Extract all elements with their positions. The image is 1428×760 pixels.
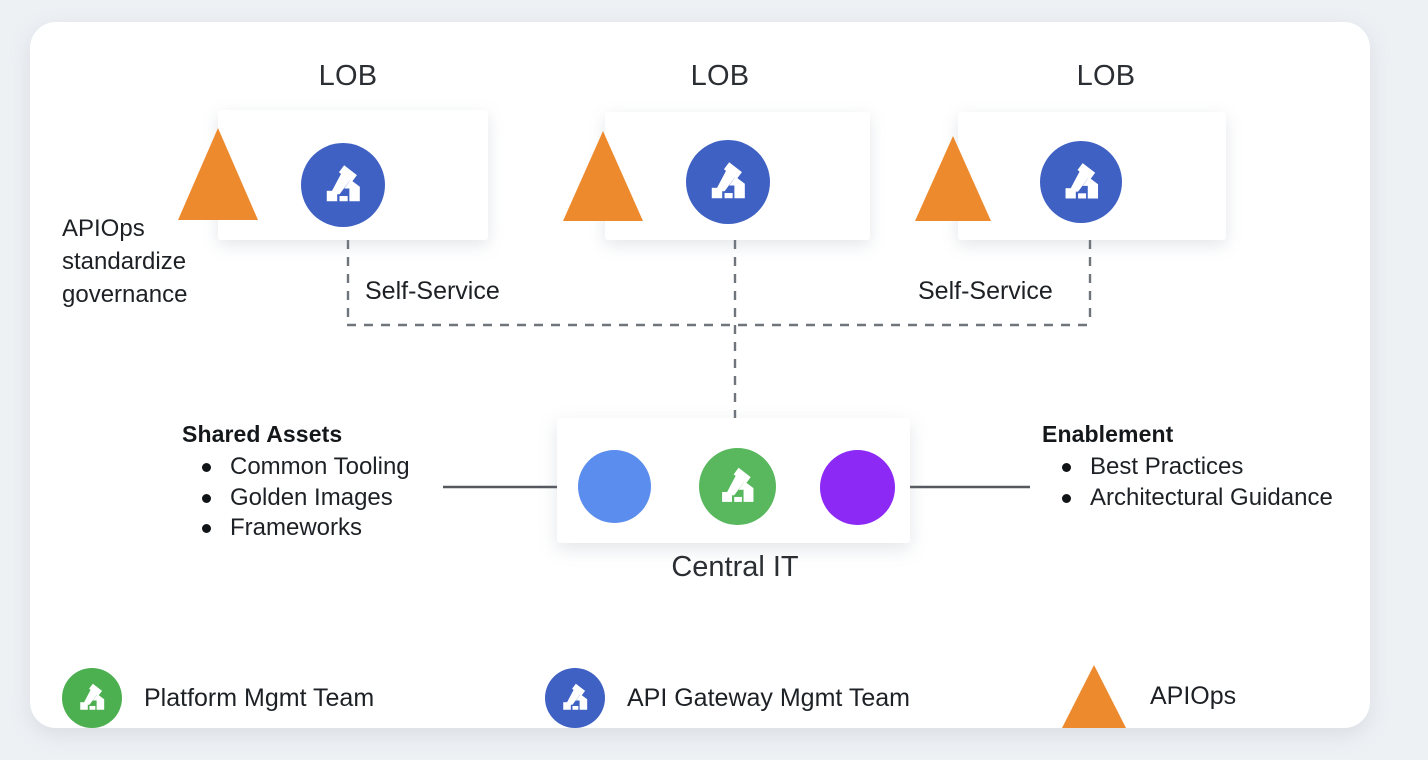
api-gateway-icon[interactable] [1040,141,1122,223]
api-gateway-icon [545,668,605,728]
bullet-icon [202,524,211,534]
legend-item-gateway: API Gateway Mgmt Team [545,668,910,728]
api-gateway-icon[interactable] [301,143,385,227]
self-service-label-left: Self-Service [365,277,500,305]
lob-label-2: LOB [690,60,750,92]
list-item: Architectural Guidance [1042,483,1333,514]
shared-assets-title: Shared Assets [182,421,343,447]
list-item: Frameworks [182,513,410,544]
list-item: Best Practices [1042,452,1333,483]
lob-label-3: LOB [1076,60,1136,92]
self-service-label-right: Self-Service [918,277,1053,305]
bullet-icon [1062,493,1071,503]
enablement-block: Enablement Best Practices Architectural … [1042,421,1333,513]
platform-mgmt-icon [62,668,122,728]
bullet-icon [1062,463,1071,472]
purple-circle[interactable] [820,450,895,525]
legend-label: APIOps [1150,682,1237,710]
list-item-label: Architectural Guidance [1090,483,1333,511]
list-item: Golden Images [182,483,410,514]
platform-mgmt-icon[interactable] [699,448,776,525]
central-it-label: Central IT [671,551,799,583]
lob-label-1: LOB [318,60,378,92]
apiops-triangle-icon [1062,665,1126,728]
apiops-governance-note: APIOps standardize governance [62,215,188,309]
enablement-list: Best Practices Architectural Guidance [1042,452,1333,513]
bullet-icon [202,463,211,472]
shared-assets-block: Shared Assets Common Tooling Golden Imag… [182,421,410,544]
legend-item-apiops: APIOps [1062,665,1236,728]
bullet-icon [202,493,211,503]
api-gateway-icon[interactable] [686,140,770,224]
blue-circle[interactable] [578,450,651,523]
list-item-label: Common Tooling [230,453,410,480]
shared-assets-list: Common Tooling Golden Images Frameworks [182,452,410,544]
legend-label: API Gateway Mgmt Team [627,683,910,712]
list-item-label: Golden Images [230,483,393,511]
list-item-label: Best Practices [1090,453,1244,480]
legend-label: Platform Mgmt Team [144,683,375,712]
list-item: Common Tooling [182,452,410,483]
list-item-label: Frameworks [230,514,363,542]
legend-item-platform: Platform Mgmt Team [62,668,374,728]
enablement-title: Enablement [1042,421,1174,447]
